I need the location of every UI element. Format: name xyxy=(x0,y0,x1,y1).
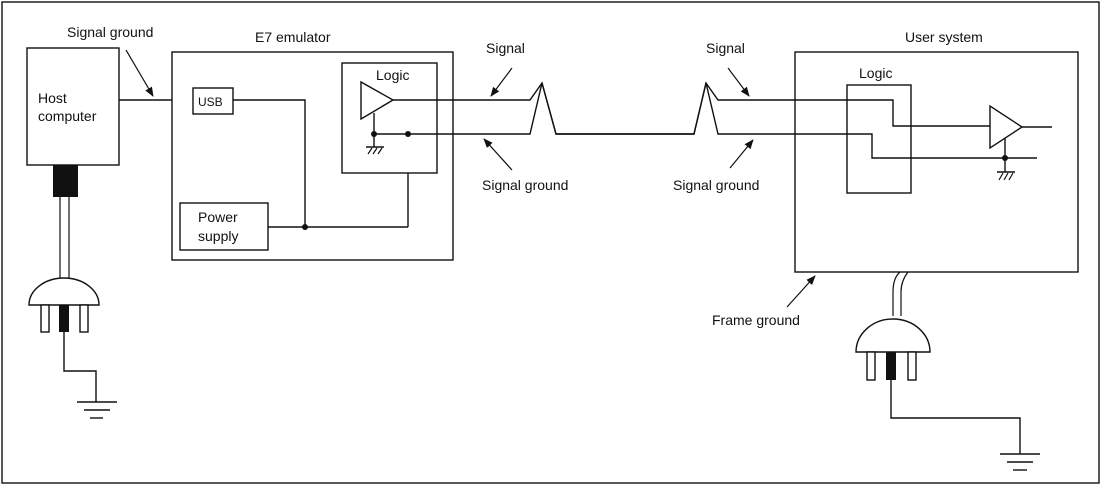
label-signal-1: Signal xyxy=(486,40,525,56)
label-signal-ground-top: Signal ground xyxy=(67,24,153,40)
label-signal-ground-2: Signal ground xyxy=(673,177,759,193)
power-label-line1: Power xyxy=(198,209,238,225)
host-label-line1: Host xyxy=(38,90,67,106)
emulator-buffer-icon xyxy=(360,80,395,121)
host-plug-icon xyxy=(28,277,100,333)
arrow-signal-ground-top xyxy=(125,49,154,97)
arrow-signal-2 xyxy=(727,67,750,97)
signal-line xyxy=(393,81,990,135)
usb-label: USB xyxy=(198,95,223,109)
label-e7-emulator: E7 emulator xyxy=(255,29,331,45)
user-buffer-icon xyxy=(989,104,1024,150)
user-buffer xyxy=(989,104,1052,181)
usb-block: USB xyxy=(192,87,234,115)
emulator-logic-label: Logic xyxy=(376,67,409,83)
user-system-box xyxy=(794,51,1079,273)
power-supply-block: Power supply xyxy=(179,202,269,251)
user-earth-ground-icon xyxy=(890,380,1040,471)
power-label-line2: supply xyxy=(198,228,238,244)
signal-ground-line xyxy=(374,82,1037,159)
usb-power-line xyxy=(233,99,306,227)
label-signal-2: Signal xyxy=(706,40,745,56)
label-frame-ground: Frame ground xyxy=(712,312,800,328)
user-plug-icon xyxy=(855,318,931,381)
emulator-logic-block: Logic xyxy=(341,62,438,174)
host-power-cord xyxy=(53,165,78,278)
user-logic-block: Logic xyxy=(846,65,912,194)
power-junction-dot xyxy=(302,224,308,230)
host-label-line2: computer xyxy=(38,108,97,124)
user-logic-label: Logic xyxy=(859,65,892,81)
arrow-signal-ground-1 xyxy=(483,138,513,171)
user-chassis-ground-icon xyxy=(997,171,1015,181)
label-signal-ground-1: Signal ground xyxy=(482,177,568,193)
arrow-frame-ground xyxy=(786,275,816,308)
arrow-signal-ground-2 xyxy=(729,139,754,169)
arrow-signal-1 xyxy=(490,67,513,97)
host-earth-ground-icon xyxy=(63,332,117,419)
host-computer: Host computer xyxy=(26,47,120,166)
user-power-cord xyxy=(892,271,909,316)
label-user-system: User system xyxy=(905,29,983,45)
emulator-chassis-ground-icon xyxy=(366,146,384,155)
